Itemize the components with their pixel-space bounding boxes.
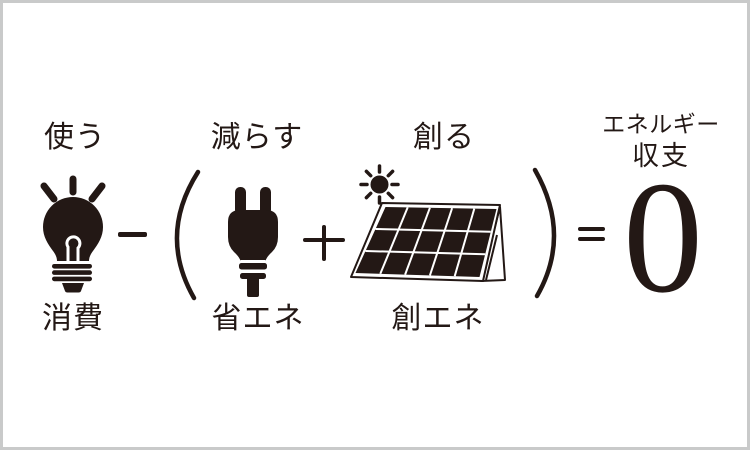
result-title-line2: 収支 (632, 141, 690, 171)
plus-operator (303, 225, 345, 261)
label-create-energy: 創エネ (391, 302, 485, 335)
lightbulb-icon (40, 175, 106, 293)
label-save-energy: 省エネ (211, 302, 305, 335)
minus-operator (118, 232, 147, 237)
label-consumption: 消費 (42, 302, 104, 335)
label-use: 使う (44, 121, 106, 154)
lightbulb-rays-icon (40, 175, 106, 203)
label-create: 創る (413, 121, 475, 154)
equals-top-bar (578, 227, 605, 232)
close-paren (532, 167, 557, 299)
equals-bottom-bar (578, 237, 605, 242)
plus-horizontal-bar (303, 237, 345, 242)
label-reduce: 減らす (210, 121, 304, 154)
solar-panel-icon (350, 164, 506, 282)
sun-icon (359, 164, 400, 205)
result-zero-value: 0 (623, 148, 703, 326)
open-paren (174, 169, 201, 301)
result-title-line1: エネルギー (602, 112, 720, 137)
plus-vertical-bar (321, 225, 326, 261)
plug-icon (228, 187, 278, 297)
equals-operator (578, 227, 605, 242)
